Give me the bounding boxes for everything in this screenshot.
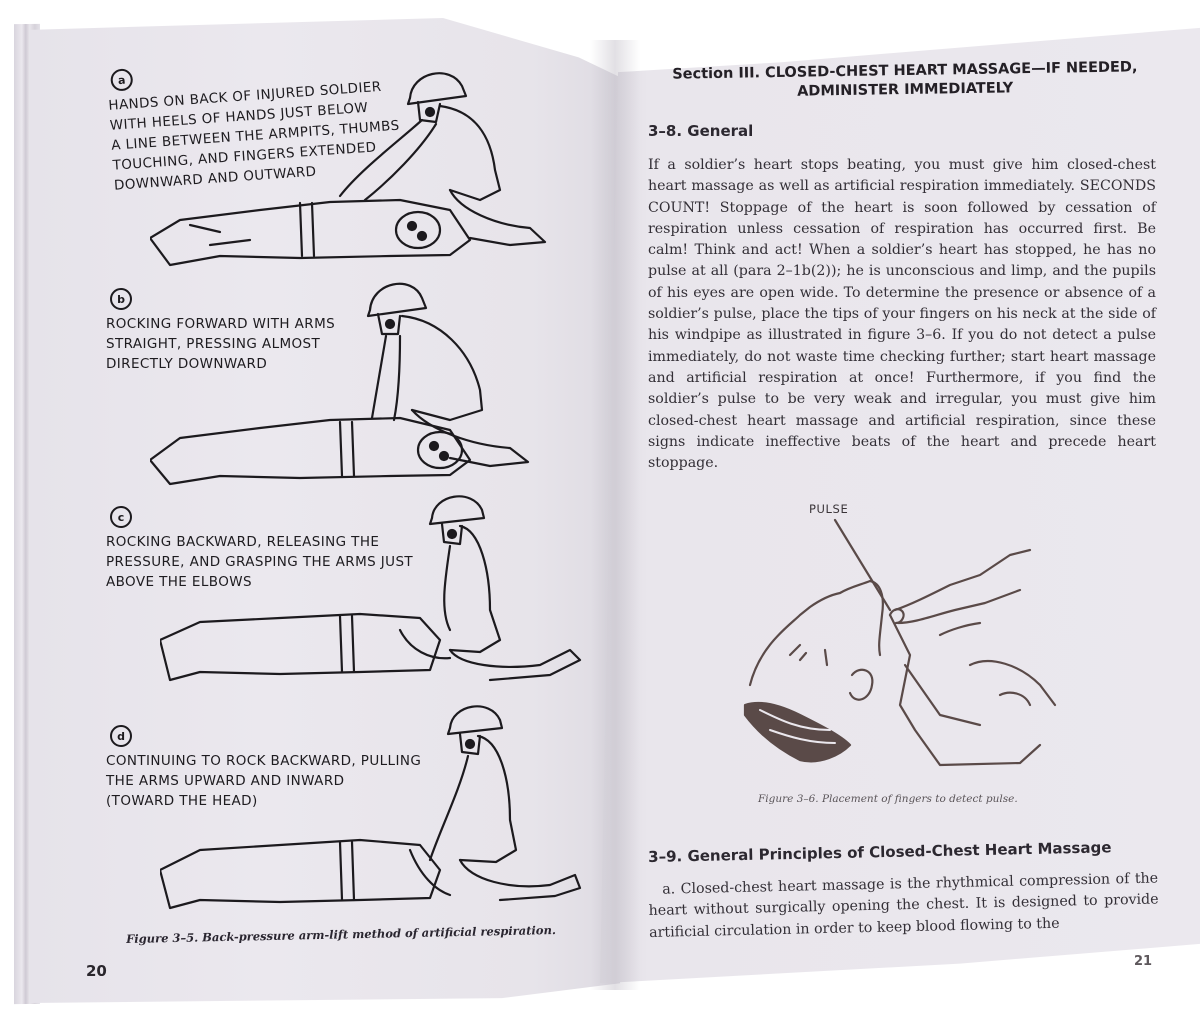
illustration-step-c [160, 490, 600, 700]
step-d: d CONTINUING TO ROCK BACKWARD, PULLING T… [106, 725, 426, 811]
illustration-step-b [150, 270, 590, 490]
pulse-label: PULSE [809, 502, 849, 516]
illustration-step-a [150, 60, 590, 270]
illustration-pulse-check [740, 515, 1060, 795]
step-d-text: CONTINUING TO ROCK BACKWARD, PULLING THE… [106, 753, 422, 809]
step-marker-d: d [110, 725, 132, 747]
section-title: Section III. CLOSED-CHEST HEART MASSAGE—… [650, 58, 1161, 104]
paragraph-3-9-body: a. Closed-chest heart massage is the rhy… [648, 870, 1159, 941]
paragraph-3-8-body: If a soldier’s heart stops beating, you … [648, 157, 1156, 472]
paragraph-heading-3-8: 3–8. General [648, 122, 754, 140]
page-number-right: 21 [1134, 954, 1153, 969]
step-marker-a: a [109, 68, 134, 92]
book-gutter [590, 40, 640, 990]
step-c: c ROCKING BACKWARD, RELEASING THE PRESSU… [106, 506, 426, 592]
right-page [600, 27, 1200, 984]
illustration-step-d [160, 700, 600, 920]
page-number-left: 20 [86, 962, 107, 980]
step-marker-b: b [110, 288, 132, 310]
step-b-text: ROCKING FORWARD WITH ARMS STRAIGHT, PRES… [106, 316, 336, 372]
figure-3-6-caption: Figure 3–6. Placement of fingers to dete… [758, 793, 1018, 805]
step-b: b ROCKING FORWARD WITH ARMS STRAIGHT, PR… [106, 288, 426, 374]
step-marker-c: c [110, 506, 132, 528]
step-c-text: ROCKING BACKWARD, RELEASING THE PRESSURE… [106, 534, 414, 590]
